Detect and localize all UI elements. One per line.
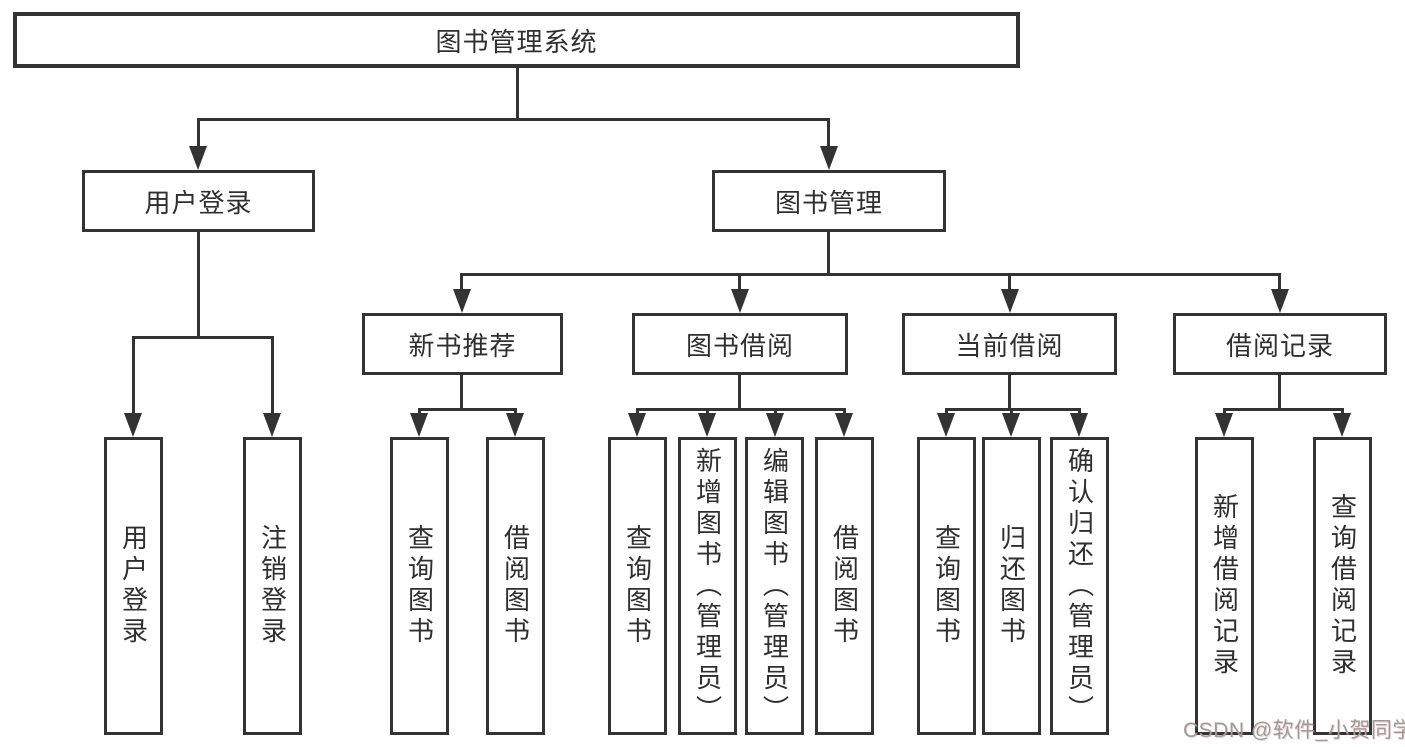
arrow-down — [189, 146, 207, 170]
arrow-down — [1271, 289, 1289, 313]
arrow-down — [835, 413, 853, 437]
leaf-logout: 注销登录 — [243, 437, 302, 735]
node-book-borrowing: 图书借阅 — [632, 313, 848, 375]
connector-line — [1008, 375, 1011, 408]
connector-line — [516, 67, 519, 118]
leaf-confirm-return-admin-label: 确认归还（管理员） — [1064, 446, 1095, 726]
node-current-borrowing-label: 当前借阅 — [955, 330, 1064, 361]
arrow-down — [628, 413, 646, 437]
node-book-management: 图书管理 — [712, 170, 946, 232]
leaf-query-books-borrowing: 查询图书 — [608, 437, 667, 735]
arrow-down — [1001, 289, 1019, 313]
connector-line — [460, 273, 463, 289]
leaf-user-login: 用户登录 — [104, 437, 163, 735]
arrow-down — [731, 289, 749, 313]
leaf-query-books-recommend-label: 查询图书 — [404, 524, 435, 648]
connector-line — [738, 375, 741, 408]
connector-line — [197, 118, 830, 121]
leaf-borrow-books-recommend: 借阅图书 — [486, 437, 545, 735]
leaf-user-login-label: 用户登录 — [118, 524, 149, 648]
connector-line — [1341, 408, 1344, 413]
leaf-query-books-borrowing-label: 查询图书 — [622, 524, 653, 648]
arrow-down — [820, 146, 838, 170]
leaf-borrow-books-borrowing: 借阅图书 — [815, 437, 874, 735]
connector-line — [843, 408, 846, 413]
leaf-add-borrow-record-label: 新增借阅记录 — [1209, 493, 1240, 679]
arrow-down — [263, 413, 281, 437]
node-new-book-recommend-label: 新书推荐 — [408, 330, 517, 361]
watermark: CSDN @软件_小贺同学 — [1183, 719, 1405, 742]
connector-line — [636, 408, 846, 411]
leaf-edit-books-admin-label: 编辑图书（管理员） — [759, 446, 790, 726]
leaf-add-books-admin-label: 新增图书（管理员） — [692, 446, 723, 726]
connector-line — [945, 408, 1081, 411]
leaf-query-books-current: 查询图书 — [917, 437, 976, 735]
node-current-borrowing: 当前借阅 — [902, 313, 1117, 375]
arrow-down — [124, 413, 142, 437]
connector-line — [271, 336, 274, 413]
connector-line — [827, 118, 830, 146]
leaf-logout-label: 注销登录 — [257, 524, 288, 648]
arrow-down — [1070, 413, 1088, 437]
connector-line — [1223, 408, 1344, 411]
arrow-down — [410, 413, 428, 437]
connector-line — [197, 118, 200, 146]
leaf-add-borrow-record: 新增借阅记录 — [1195, 437, 1254, 735]
leaf-return-books-label: 归还图书 — [996, 524, 1027, 648]
arrow-down — [1002, 413, 1020, 437]
leaf-borrow-books-recommend-label: 借阅图书 — [500, 524, 531, 648]
node-user-login: 用户登录 — [82, 170, 315, 232]
node-new-book-recommend: 新书推荐 — [362, 313, 563, 375]
connector-line — [197, 232, 200, 336]
arrow-down — [1215, 413, 1233, 437]
arrow-down — [766, 413, 784, 437]
node-book-management-label: 图书管理 — [774, 187, 883, 218]
leaf-borrow-books-borrowing-label: 借阅图书 — [829, 524, 860, 648]
arrow-down — [1333, 413, 1351, 437]
connector-line — [827, 232, 830, 273]
leaf-confirm-return-admin: 确认归还（管理员） — [1050, 437, 1109, 735]
leaf-query-books-current-label: 查询图书 — [931, 524, 962, 648]
leaf-edit-books-admin: 编辑图书（管理员） — [745, 437, 804, 735]
connector-line — [1278, 375, 1281, 408]
leaf-add-books-admin: 新增图书（管理员） — [678, 437, 737, 735]
connector-line — [418, 408, 517, 411]
arrow-down — [937, 413, 955, 437]
connector-line — [418, 408, 421, 413]
node-book-borrowing-label: 图书借阅 — [685, 330, 794, 361]
connector-line — [1223, 408, 1226, 413]
leaf-query-borrow-record: 查询借阅记录 — [1313, 437, 1372, 735]
node-root: 图书管理系统 — [13, 12, 1020, 68]
connector-line — [706, 408, 709, 413]
node-borrowing-records: 借阅记录 — [1173, 313, 1387, 375]
connector-line — [132, 336, 274, 339]
leaf-query-borrow-record-label: 查询借阅记录 — [1327, 493, 1358, 679]
connector-line — [774, 408, 777, 413]
leaf-query-books-recommend: 查询图书 — [390, 437, 449, 735]
connector-line — [636, 408, 639, 413]
connector-line — [1008, 273, 1011, 289]
leaf-return-books: 归还图书 — [982, 437, 1041, 735]
connector-line — [1278, 273, 1281, 289]
connector-line — [1010, 408, 1013, 413]
node-root-label: 图书管理系统 — [435, 26, 598, 57]
connector-line — [738, 273, 741, 289]
arrow-down — [698, 413, 716, 437]
arrow-down — [453, 289, 471, 313]
node-borrowing-records-label: 借阅记录 — [1225, 330, 1334, 361]
connector-line — [1078, 408, 1081, 413]
connector-line — [132, 336, 135, 413]
connector-line — [514, 408, 517, 413]
connector-line — [460, 375, 463, 408]
node-user-login-label: 用户登录 — [144, 187, 253, 218]
connector-line — [945, 408, 948, 413]
connector-line — [461, 273, 1281, 276]
arrow-down — [506, 413, 524, 437]
